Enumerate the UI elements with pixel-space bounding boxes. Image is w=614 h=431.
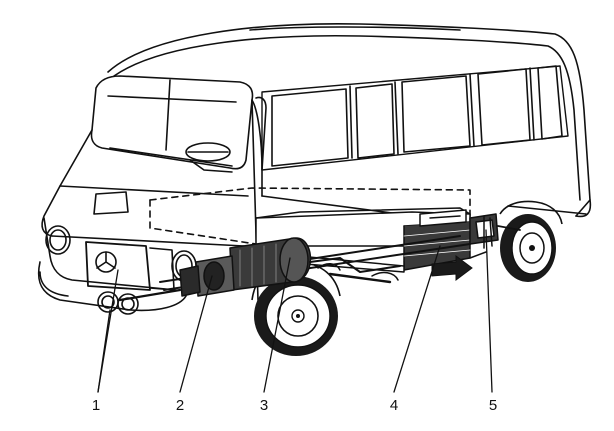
callout-2: 2 [176, 397, 184, 414]
leader-2 [179, 275, 213, 393]
callout-1: 1 [92, 397, 100, 414]
leader-3 [263, 257, 291, 393]
van-body [37, 22, 592, 315]
callout-3: 3 [260, 397, 268, 414]
callout-labels: 1 2 3 4 5 [92, 397, 497, 414]
leader-1b [97, 269, 119, 393]
chassis [118, 207, 521, 302]
rear-wheel [499, 200, 563, 282]
leader-5 [485, 229, 493, 393]
leader-4 [393, 245, 441, 393]
leader-lines [97, 229, 493, 393]
callout-5: 5 [489, 397, 497, 414]
callout-4: 4 [390, 397, 398, 414]
insertion-arrow [431, 255, 473, 281]
